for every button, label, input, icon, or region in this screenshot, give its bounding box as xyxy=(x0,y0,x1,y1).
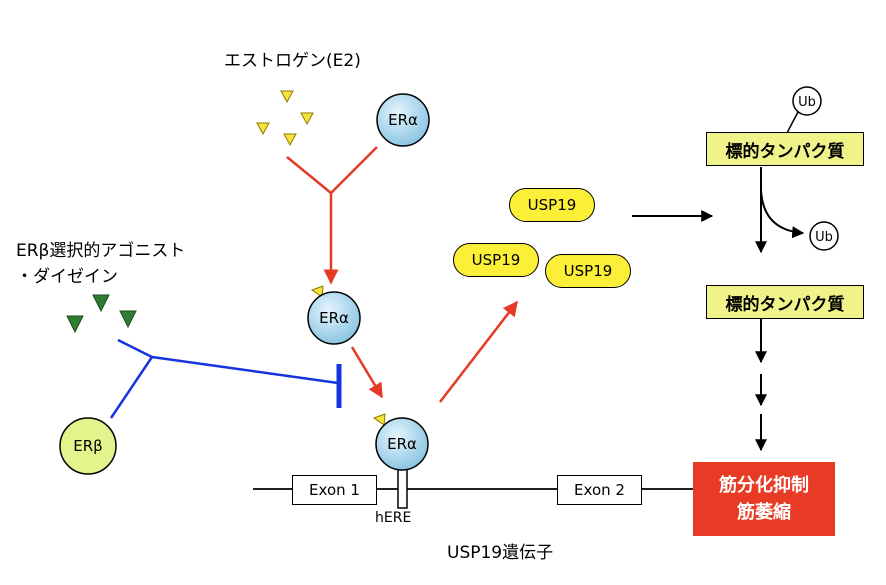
exon-1-box: Exon 1 xyxy=(292,475,377,505)
gene-label: USP19遺伝子 xyxy=(447,543,554,563)
ubiquitin-label: Ub xyxy=(798,95,816,110)
usp19-protein: USP19 xyxy=(509,188,595,222)
estrogen-molecule-icon xyxy=(283,133,297,147)
agonist-molecule-icon xyxy=(119,310,137,329)
estrogen-molecule-icon xyxy=(256,122,270,136)
er-alpha-label: ERα xyxy=(319,309,349,327)
er-beta-label: ERβ xyxy=(73,437,102,455)
bound-estrogen-icon xyxy=(310,285,324,298)
inhibition-line xyxy=(151,355,339,385)
ubiquitin-label: Ub xyxy=(815,230,833,245)
outcome-line2: 筋萎縮 xyxy=(737,502,791,523)
agonist-molecule-icon xyxy=(92,294,110,313)
er-alpha-label: ERα xyxy=(388,111,418,129)
er-alpha-bound xyxy=(307,291,361,345)
agonist-molecule-icon xyxy=(66,315,84,334)
here-label: hERE xyxy=(375,510,412,526)
released-ubiquitin xyxy=(809,221,839,251)
er-alpha-nuclear xyxy=(375,417,429,471)
agonist-label-line2: ・ダイゼイン xyxy=(16,267,118,287)
target-protein-deubiquitinated: 標的タンパク質 xyxy=(706,285,864,319)
usp19-protein: USP19 xyxy=(453,243,539,277)
usp19-protein: USP19 xyxy=(545,254,631,288)
binding-line xyxy=(330,146,378,194)
induction-arrow xyxy=(439,300,518,403)
here-element xyxy=(397,465,408,509)
bound-estrogen-icon xyxy=(372,413,386,426)
target-protein-ubiquitinated: 標的タンパク質 xyxy=(706,132,864,166)
binding-line xyxy=(286,156,332,194)
activation-arrow xyxy=(350,346,384,399)
agonist-label-line1: ERβ選択的アゴニスト xyxy=(16,241,186,261)
ubiquitin-removal-arrow xyxy=(760,189,805,239)
er-beta-receptor xyxy=(59,417,117,475)
outcome-box: 筋分化抑制 筋萎縮 xyxy=(693,462,835,536)
ubiquitin-tag xyxy=(792,86,822,116)
estrogen-molecule-icon xyxy=(280,90,294,104)
exon-2-box: Exon 2 xyxy=(557,475,642,505)
inhibition-line xyxy=(117,338,153,359)
estrogen-molecule-icon xyxy=(300,112,314,126)
er-alpha-receptor xyxy=(376,93,430,147)
estrogen-label: エストロゲン(E2) xyxy=(224,51,361,71)
inhibition-line xyxy=(109,356,154,419)
er-alpha-label: ERα xyxy=(387,435,417,453)
outcome-line1: 筋分化抑制 xyxy=(719,475,809,496)
ubiquitin-bond xyxy=(786,109,800,134)
